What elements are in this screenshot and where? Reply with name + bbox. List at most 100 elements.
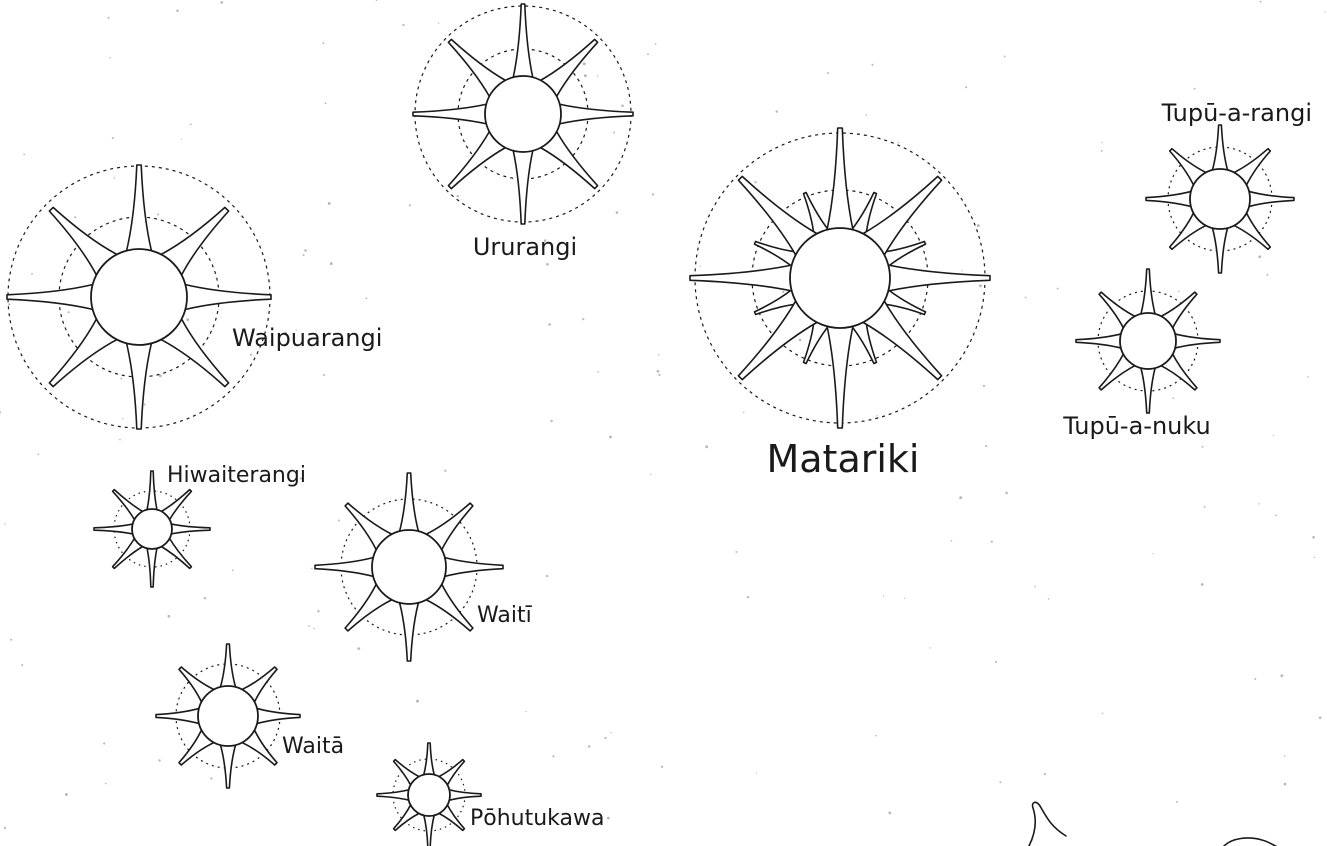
background-speck — [376, 0, 378, 1]
background-speck — [176, 10, 179, 13]
star-waiti-ray — [399, 602, 418, 661]
star-pohutukawa-core — [408, 774, 450, 816]
background-speck — [1254, 678, 1256, 680]
background-speck — [876, 415, 877, 416]
background-speck — [120, 378, 122, 380]
label-pohutukawa: Pōhutukawa — [470, 806, 605, 831]
star-waipuarangi-core — [91, 249, 187, 345]
background-speck — [457, 195, 460, 198]
background-speck — [621, 104, 624, 107]
background-speck — [1201, 583, 1204, 586]
background-speck — [1307, 376, 1309, 378]
star-waiti-core — [372, 530, 446, 604]
star-waita-core — [198, 686, 258, 746]
background-speck — [650, 474, 651, 475]
background-speck — [1284, 783, 1287, 786]
background-speck — [647, 53, 649, 55]
background-speck — [799, 339, 802, 342]
background-speck — [220, 1, 223, 4]
label-waipuarangi: Waipuarangi — [232, 324, 382, 352]
background-speck — [1152, 553, 1153, 554]
background-speck — [1048, 598, 1050, 600]
background-speck — [8, 303, 10, 305]
background-speck — [583, 62, 586, 65]
corner-line-art — [1029, 802, 1276, 846]
background-speck — [1260, 1, 1262, 3]
background-speck — [1178, 291, 1180, 293]
star-waipuarangi-ray — [127, 343, 152, 429]
background-speck — [304, 249, 307, 252]
background-speck — [929, 647, 930, 648]
background-speck — [109, 57, 111, 59]
background-speck — [186, 318, 189, 321]
star-pohutukawa — [377, 743, 481, 846]
background-speck — [1275, 515, 1277, 517]
background-speck — [23, 154, 25, 156]
background-speck — [1176, 801, 1178, 803]
background-speck — [866, 114, 868, 116]
background-speck — [658, 374, 660, 376]
background-speck — [4, 827, 6, 829]
star-tupu-a-nuku-ray — [1174, 334, 1220, 349]
background-speck — [181, 139, 182, 140]
background-speck — [438, 23, 439, 24]
background-speck — [313, 628, 314, 629]
background-speck — [985, 445, 987, 447]
background-speck — [525, 711, 526, 712]
background-speck — [158, 759, 160, 761]
star-ururangi-core — [485, 76, 561, 152]
background-speck — [1194, 88, 1196, 90]
background-speck — [883, 595, 884, 596]
background-speck — [655, 43, 657, 45]
background-speck — [74, 216, 76, 218]
star-matariki-ray — [888, 265, 990, 291]
background-speck — [1280, 674, 1283, 677]
background-speck — [308, 625, 310, 627]
star-waiti-ray — [444, 557, 503, 576]
star-waita-ray — [156, 708, 200, 724]
background-speck — [1102, 713, 1103, 714]
label-tupu-a-rangi: Tupū-a-rangi — [1161, 99, 1312, 127]
star-matariki — [690, 128, 990, 428]
background-speck — [1319, 716, 1322, 719]
background-speck — [888, 812, 891, 815]
background-speck — [122, 418, 123, 419]
star-waiti — [315, 473, 503, 661]
background-speck — [1201, 446, 1203, 448]
background-speck — [747, 596, 749, 598]
background-speck — [157, 213, 159, 215]
star-tupu-a-rangi-ray — [1146, 191, 1192, 207]
background-speck — [827, 72, 829, 74]
background-speck — [1267, 274, 1269, 276]
background-speck — [607, 817, 610, 820]
background-speck — [552, 755, 554, 757]
background-speck — [1101, 142, 1102, 143]
star-tupu-a-nuku-ray — [1141, 367, 1156, 413]
star-hiwaiterangi — [94, 471, 210, 587]
background-speck — [991, 541, 993, 543]
background-speck — [357, 647, 360, 650]
background-speck — [168, 615, 171, 618]
background-speck — [1312, 536, 1315, 539]
background-speck — [210, 777, 212, 779]
background-speck — [999, 781, 1001, 783]
background-speck — [119, 439, 121, 441]
background-speck — [338, 520, 340, 522]
background-speck — [317, 610, 319, 612]
background-speck — [328, 202, 331, 205]
star-tupu-a-nuku-ray — [1141, 269, 1156, 315]
star-hiwaiterangi-core — [132, 509, 172, 549]
background-speck — [21, 664, 23, 666]
background-speck — [548, 323, 551, 326]
background-speck — [250, 354, 252, 356]
background-speck — [995, 661, 997, 663]
background-speck — [323, 374, 325, 376]
star-ururangi — [413, 4, 633, 224]
background-speck — [588, 745, 591, 748]
background-speck — [1324, 11, 1325, 12]
background-speck — [609, 436, 612, 439]
star-hiwaiterangi-ray — [170, 524, 210, 534]
background-speck — [1057, 288, 1059, 290]
background-speck — [546, 263, 549, 266]
